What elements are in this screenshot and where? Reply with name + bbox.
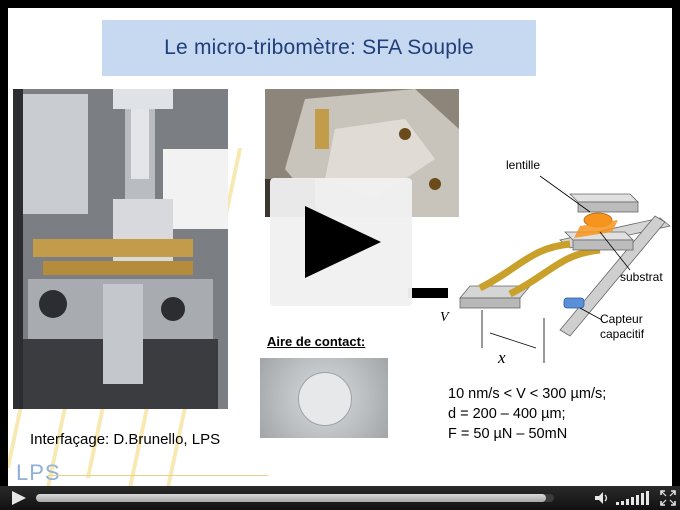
- play-control-icon[interactable]: [10, 490, 28, 506]
- label-capteur: Capteur capacitif: [600, 312, 644, 342]
- slide-title-box: Le micro-tribomètre: SFA Souple: [102, 20, 536, 76]
- credit-text: Interfaçage: D.Brunello, LPS: [30, 431, 221, 448]
- play-overlay-button[interactable]: [270, 178, 412, 306]
- progress-bar[interactable]: [36, 494, 554, 502]
- sample-holder-photo: [265, 89, 459, 217]
- logo-underline: [48, 475, 268, 476]
- spec-velocity: 10 nm/s < V < 300 µm/s;: [448, 386, 607, 402]
- play-icon: [305, 206, 381, 278]
- spec-distance: d = 200 – 400 µm;: [448, 406, 566, 422]
- label-substrat: substrat: [620, 270, 663, 284]
- velocity-arrow: [408, 288, 448, 298]
- slide-title: Le micro-tribomètre: SFA Souple: [164, 36, 474, 59]
- specs-block: 10 nm/s < V < 300 µm/s; d = 200 – 400 µm…: [448, 384, 606, 444]
- apparatus-photo: [13, 89, 228, 409]
- volume-level-bars[interactable]: [616, 491, 652, 505]
- contact-area-image: [260, 358, 388, 438]
- contact-area-label: Aire de contact:: [267, 334, 366, 349]
- progress-fill: [36, 494, 547, 502]
- volume-icon[interactable]: [594, 491, 610, 505]
- label-capteur-line1: Capteur: [600, 312, 643, 326]
- control-bar: [0, 486, 680, 510]
- contact-circle: [298, 372, 352, 426]
- fullscreen-icon[interactable]: [660, 490, 676, 506]
- label-x: x: [498, 348, 506, 367]
- slide-frame: Le micro-tribomètre: SFA Souple: [8, 8, 672, 486]
- label-velocity: V: [440, 310, 449, 325]
- spec-force: F = 50 µN – 50mN: [448, 426, 568, 442]
- lps-logo: LPS: [16, 460, 61, 485]
- label-lentille: lentille: [506, 158, 541, 172]
- tribometer-diagram: lentille substrat Capteur capacitif V x: [440, 148, 672, 378]
- label-capteur-line2: capacitif: [600, 327, 645, 341]
